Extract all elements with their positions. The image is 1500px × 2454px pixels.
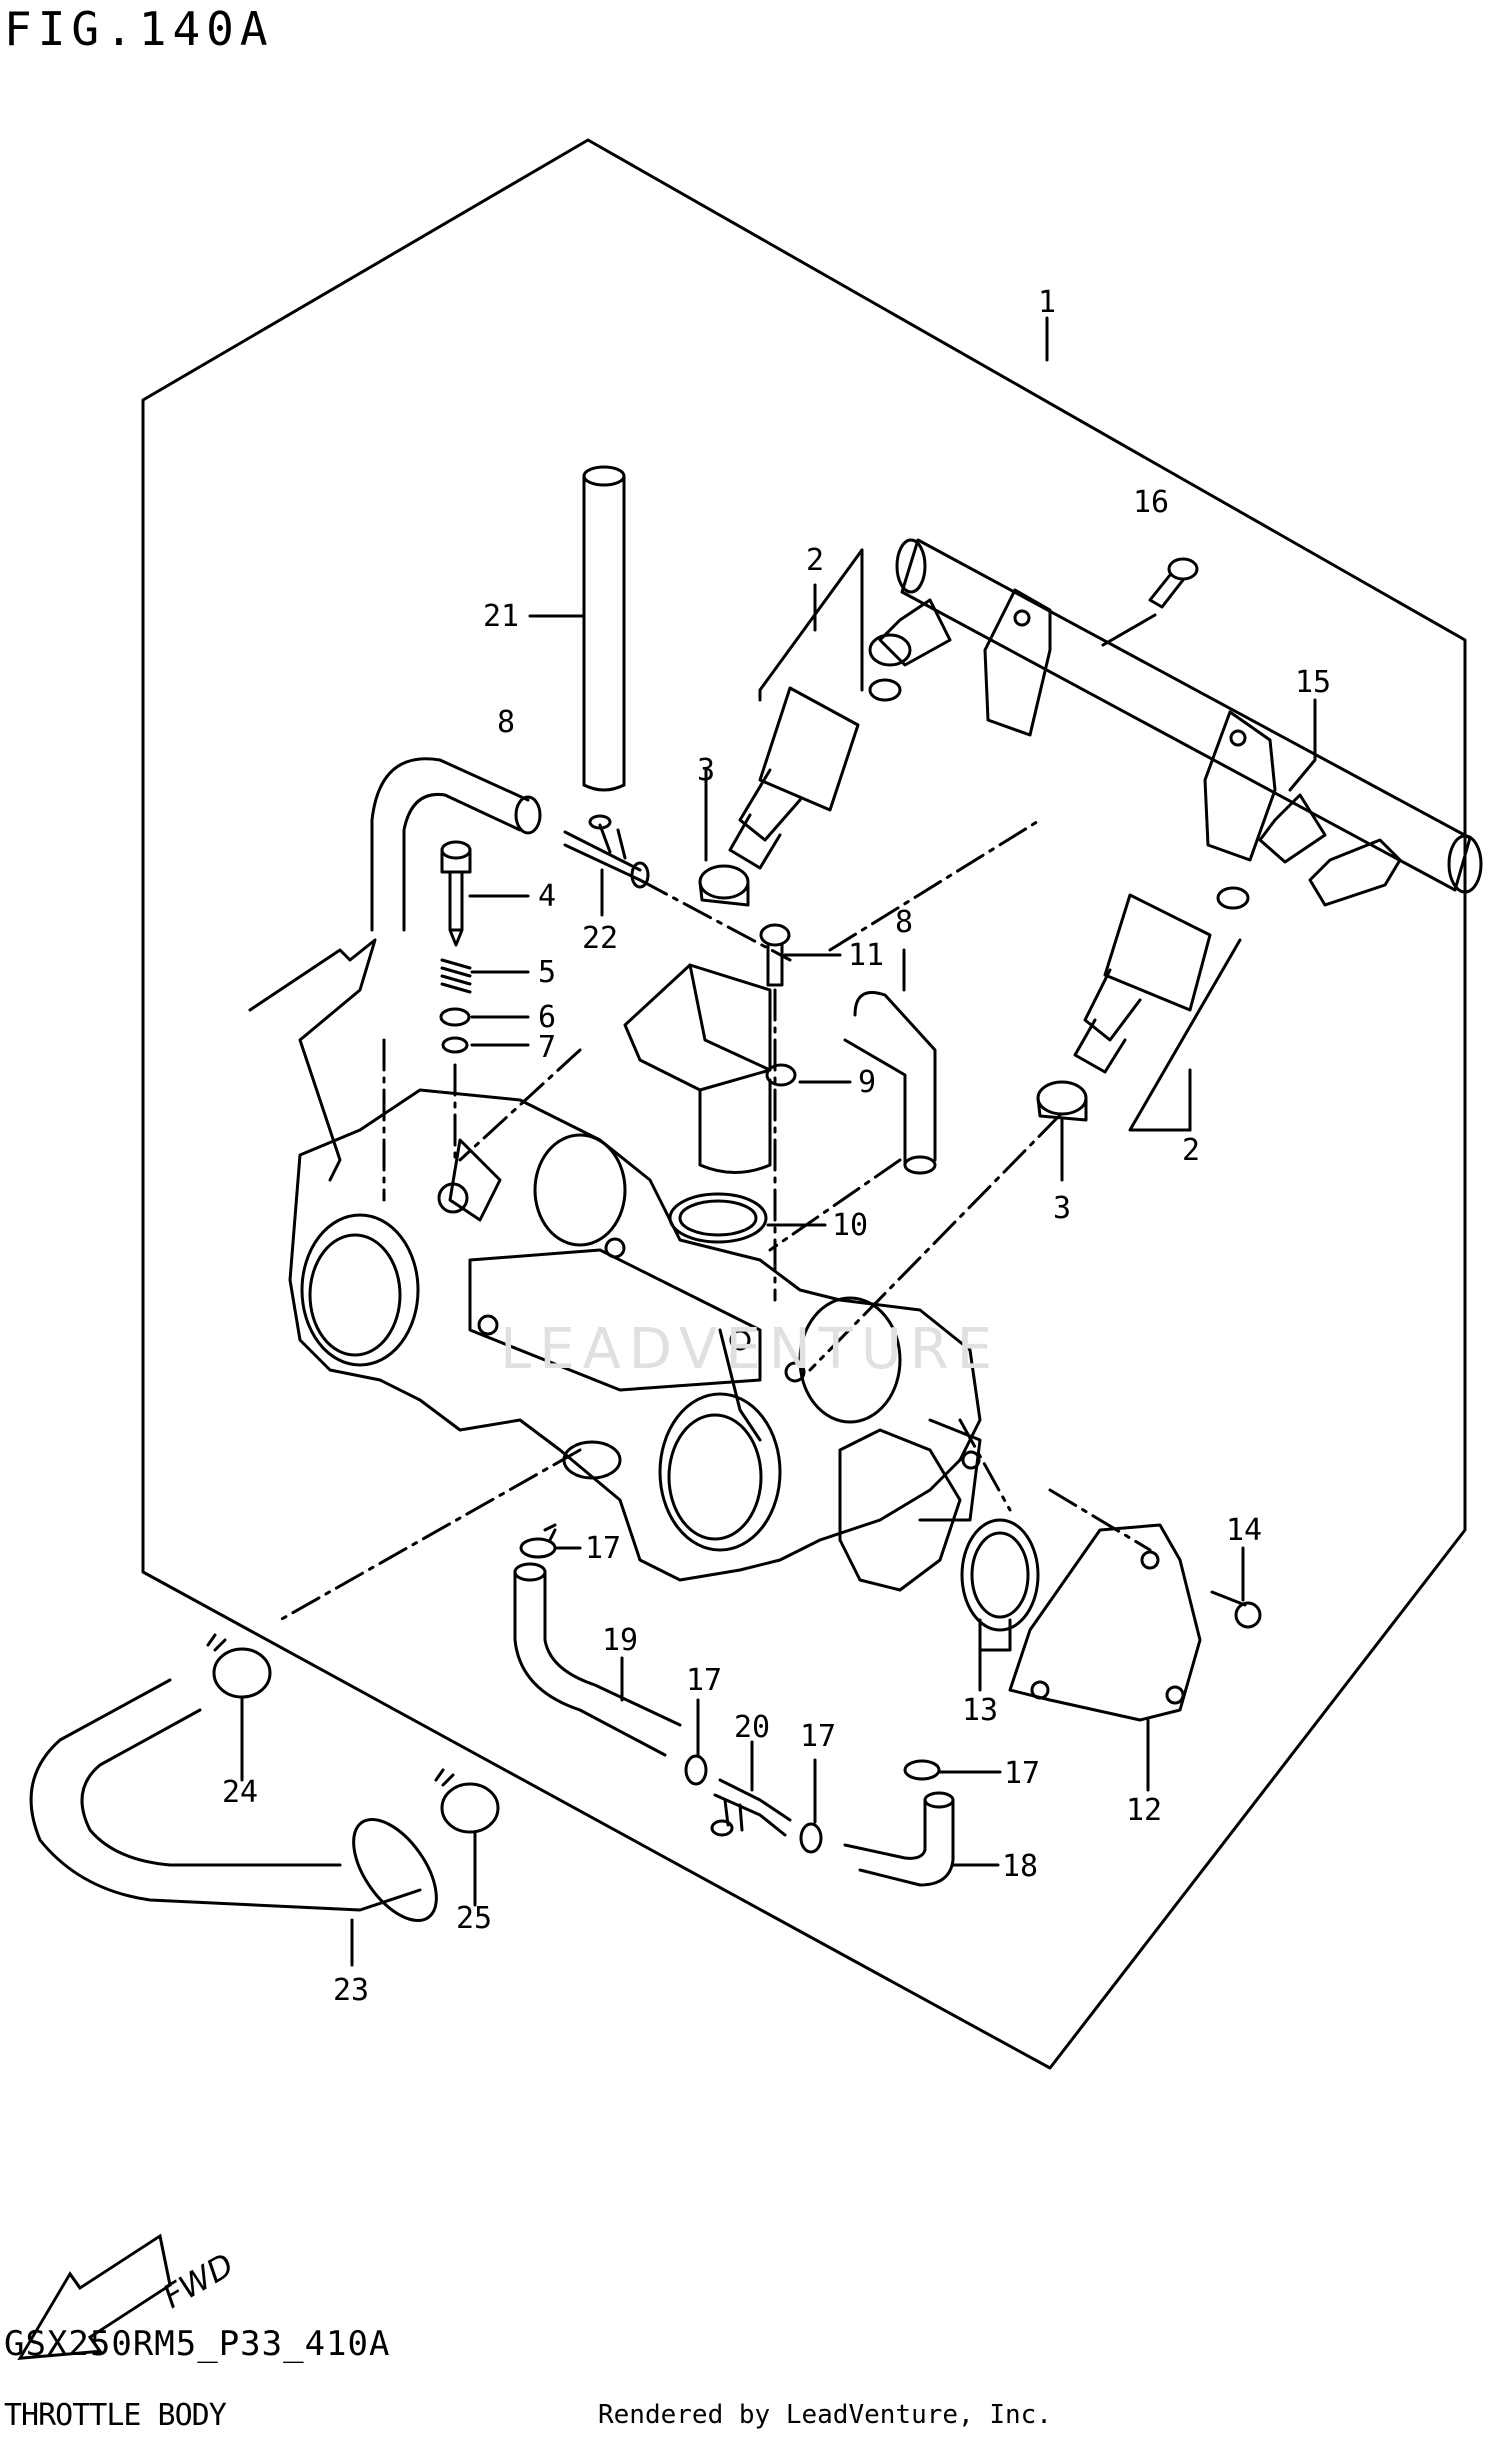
screw-4 xyxy=(440,840,472,947)
fuel-injector-upper xyxy=(728,678,902,870)
model-code: GSX250RM5_P33_410A xyxy=(4,2324,391,2364)
hose-8-left xyxy=(370,757,530,932)
centerline-11 xyxy=(278,1448,582,1622)
callout-22: 22 xyxy=(582,921,618,956)
bracket-2-lower xyxy=(1128,938,1242,1132)
hose-8-right xyxy=(843,991,937,1167)
centerline-6 xyxy=(828,818,1042,952)
callout-2: 2 xyxy=(806,543,824,578)
spring-5 xyxy=(440,958,472,994)
leader-16 xyxy=(1101,613,1157,647)
t-joint-20 xyxy=(710,1778,792,1837)
callout-6: 6 xyxy=(538,1000,556,1035)
centerline-9 xyxy=(958,1418,1012,1512)
joint-13 xyxy=(960,1518,1040,1652)
callout-16: 16 xyxy=(1133,485,1169,520)
callout-17-d: 17 xyxy=(1004,1756,1040,1791)
fuel-delivery-pipe xyxy=(868,538,1483,907)
callout-8-right: 8 xyxy=(895,905,913,940)
bolt-16 xyxy=(1148,557,1199,609)
tps-sensor-9 xyxy=(623,963,797,1174)
bolt-11 xyxy=(759,923,791,987)
centerline-3 xyxy=(458,1048,582,1162)
callout-13: 13 xyxy=(962,1693,998,1728)
clamp-17-c xyxy=(799,1822,823,1854)
hose-18 xyxy=(843,1798,955,1887)
callout-21: 21 xyxy=(483,599,519,634)
t-joint-22 xyxy=(563,814,650,889)
leader-15 xyxy=(1288,698,1317,792)
centerline-5 xyxy=(638,878,792,962)
section-title: THROTTLE BODY xyxy=(4,2398,227,2433)
throttle-body xyxy=(288,1088,982,1592)
centerline-10 xyxy=(1048,1488,1152,1552)
callout-19: 19 xyxy=(602,1623,638,1658)
figure-title: FIG.140A xyxy=(4,2,274,56)
cushion-lower xyxy=(1036,1080,1088,1122)
fwd-label: FWD xyxy=(156,2246,240,2316)
callout-17-b: 17 xyxy=(686,1663,722,1698)
rendered-by-credit: Rendered by LeadVenture, Inc. xyxy=(598,2400,1052,2430)
callout-23: 23 xyxy=(333,1973,369,2008)
washer-6 xyxy=(439,1007,471,1027)
hose-23 xyxy=(29,1678,422,1912)
screw-14 xyxy=(1210,1590,1262,1629)
bracket-left xyxy=(248,938,377,1182)
callout-15: 15 xyxy=(1295,665,1331,700)
clamp-17-a xyxy=(519,1537,557,1559)
fuel-injector-lower xyxy=(1073,886,1250,1074)
callout-14: 14 xyxy=(1226,1513,1262,1548)
bracket-2-upper xyxy=(758,548,864,702)
clamp-24 xyxy=(206,1633,272,1699)
callout-3: 3 xyxy=(697,753,715,788)
hose-21 xyxy=(582,465,626,792)
callout-9: 9 xyxy=(858,1065,876,1100)
hose-19 xyxy=(513,1570,682,1757)
centerline-7 xyxy=(808,1113,1062,1372)
centerline-8 xyxy=(768,1158,902,1252)
callout-20: 20 xyxy=(734,1710,770,1745)
callout-7: 7 xyxy=(538,1030,556,1065)
callout-25: 25 xyxy=(456,1901,492,1936)
callout-17-a: 17 xyxy=(585,1531,621,1566)
watermark: LEADVENTURE xyxy=(500,1317,1000,1382)
clamp-25 xyxy=(434,1768,500,1834)
cover-12 xyxy=(1008,1523,1202,1722)
callout-11: 11 xyxy=(848,938,884,973)
callout-1: 1 xyxy=(1038,285,1056,320)
callout-8: 8 xyxy=(497,705,515,740)
callout-12: 12 xyxy=(1126,1793,1162,1828)
clamp-17-b xyxy=(684,1754,708,1786)
cushion-upper xyxy=(698,864,750,907)
callout-4: 4 xyxy=(538,879,556,914)
clamp-17-d xyxy=(903,1759,941,1781)
callout-24: 24 xyxy=(222,1775,258,1810)
callout-3-lower: 3 xyxy=(1053,1191,1071,1226)
callout-2-lower: 2 xyxy=(1182,1133,1200,1168)
assembly-outline xyxy=(141,138,1467,2070)
callout-10: 10 xyxy=(832,1208,868,1243)
o-ring-7 xyxy=(441,1036,469,1054)
callout-17-c: 17 xyxy=(800,1719,836,1754)
callout-5: 5 xyxy=(538,955,556,990)
callout-18: 18 xyxy=(1002,1849,1038,1884)
callouts: 1 2 2 3 3 4 5 6 7 8 8 9 10 11 12 13 14 1… xyxy=(222,285,1331,2008)
